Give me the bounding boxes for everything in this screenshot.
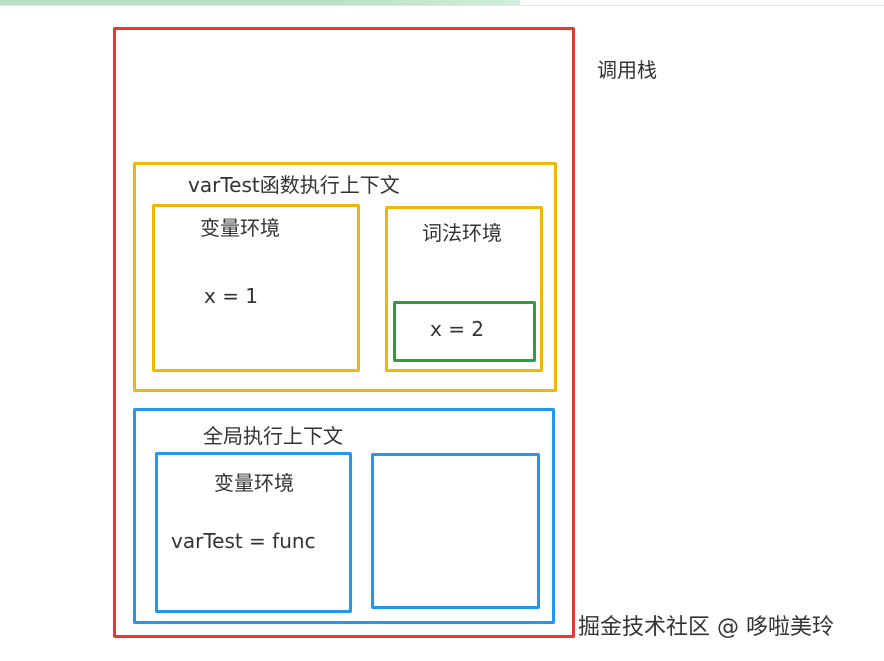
- global-context-box: [133, 408, 555, 624]
- vartest-lexical-env-label: 词法环境: [422, 221, 502, 245]
- vartest-lexical-env-box: [385, 206, 543, 372]
- global-variable-env-box: [155, 452, 352, 613]
- vartest-context-label: varTest函数执行上下文: [188, 173, 400, 197]
- global-context-label: 全局执行上下文: [203, 424, 343, 448]
- vartest-context-box: [133, 162, 557, 392]
- top-cropped-text-strip: [0, 0, 884, 6]
- call-stack-box: [113, 27, 575, 638]
- global-variable-env-label: 变量环境: [214, 471, 294, 495]
- cropped-heading-fragment: [0, 0, 520, 5]
- vartest-variable-env-value: x = 1: [204, 284, 259, 308]
- lexical-env-inner-block-box: [393, 301, 536, 362]
- vartest-variable-env-label: 变量环境: [200, 216, 280, 240]
- vartest-variable-env-box: [152, 204, 360, 372]
- global-lexical-env-box: [371, 453, 540, 609]
- lexical-env-inner-block-value: x = 2: [430, 317, 485, 341]
- global-variable-env-value: varTest = func: [171, 529, 316, 553]
- watermark-text: 掘金技术社区 @ 哆啦美玲: [578, 615, 834, 640]
- call-stack-label: 调用栈: [597, 58, 657, 82]
